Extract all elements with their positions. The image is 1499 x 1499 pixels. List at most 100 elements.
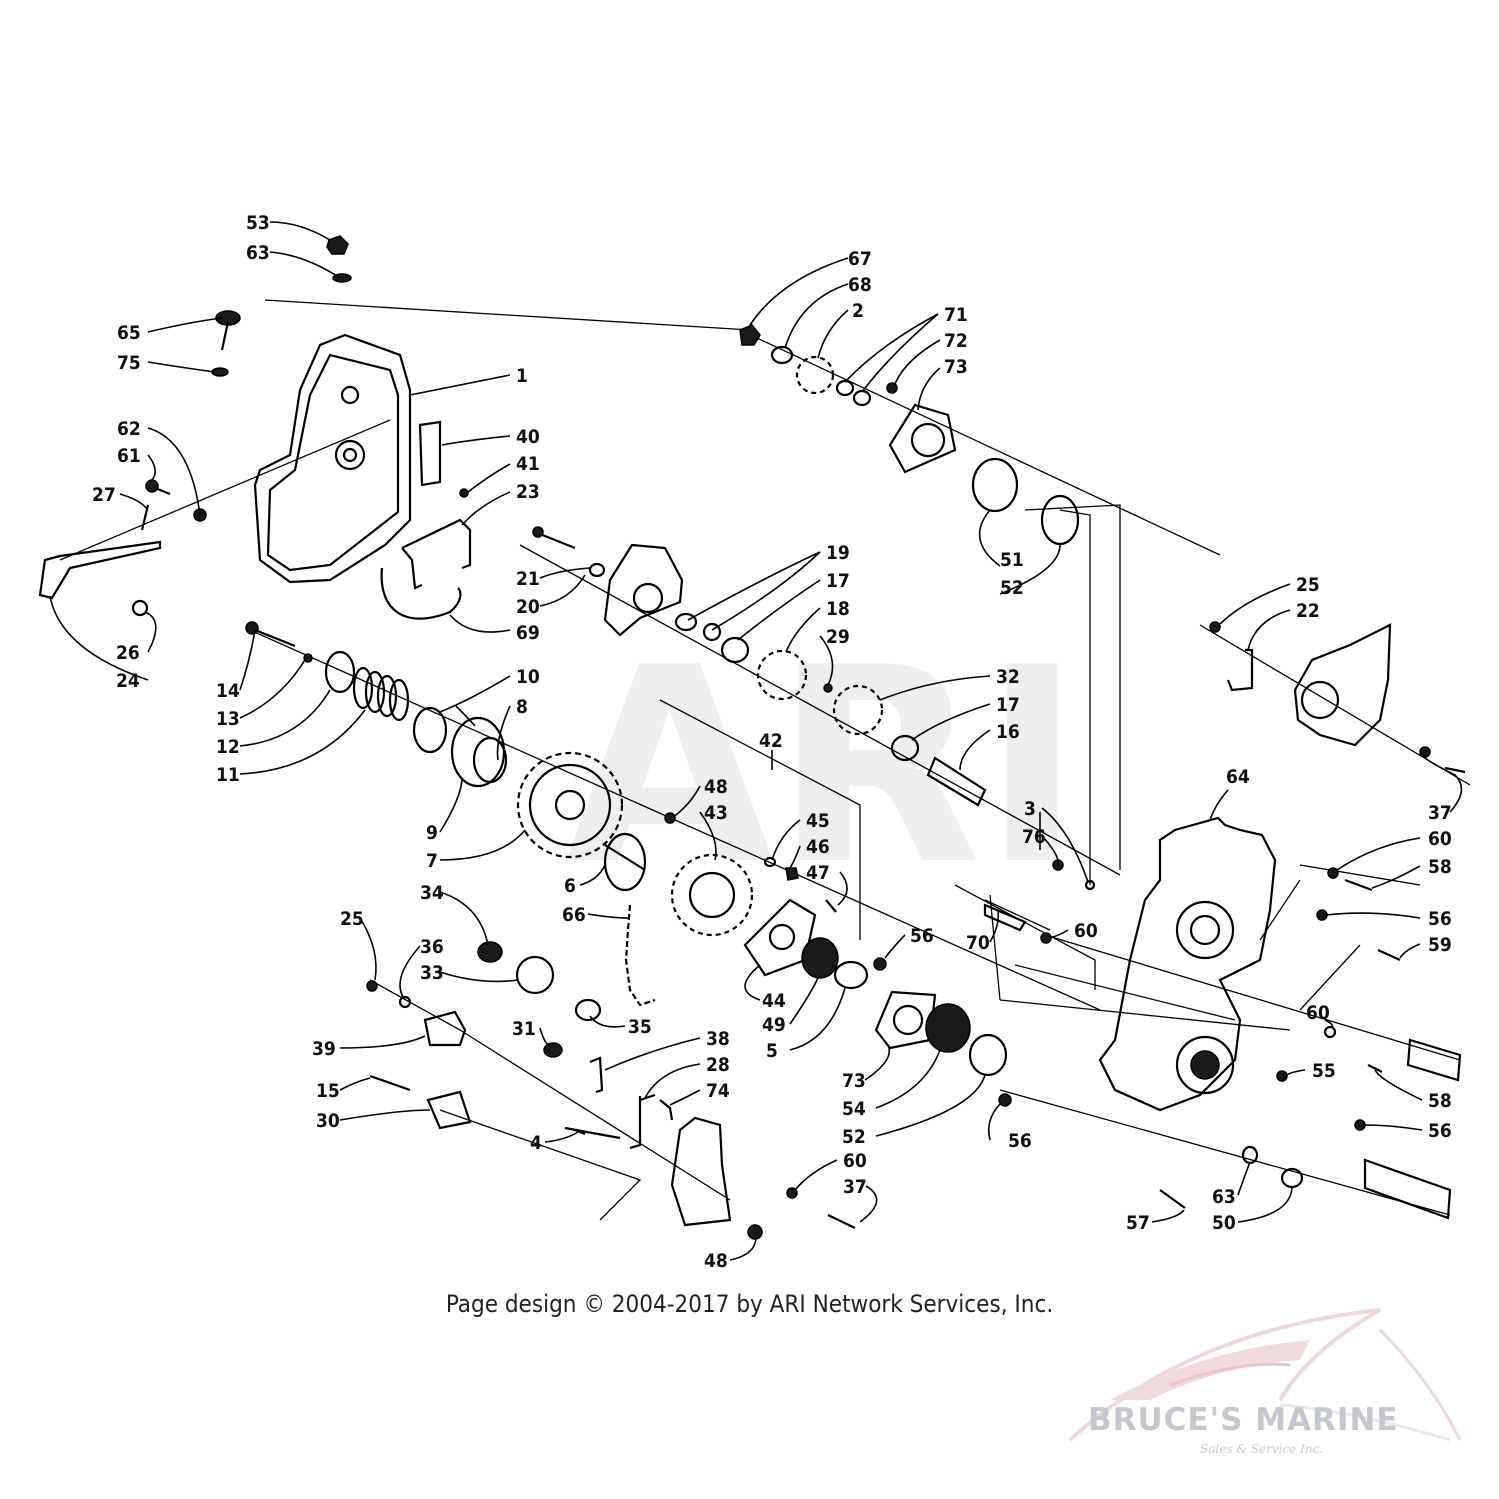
callout-5: 5	[766, 1040, 778, 1062]
callout-17: 17	[826, 570, 850, 592]
callout-56: 56	[910, 925, 934, 947]
callout-19: 19	[826, 542, 850, 564]
bracket-housing	[670, 1116, 732, 1227]
callout-22: 22	[1296, 600, 1320, 622]
callout-63: 63	[246, 242, 270, 264]
callout-38: 38	[706, 1028, 730, 1050]
callout-42: 42	[759, 730, 783, 752]
callout-53: 53	[246, 212, 270, 234]
callout-41: 41	[516, 453, 540, 475]
bracket-23	[401, 518, 472, 590]
callout-21: 21	[516, 568, 540, 590]
callout-30: 30	[316, 1110, 340, 1132]
callout-33: 33	[420, 962, 444, 984]
callout-67: 67	[848, 248, 872, 270]
callout-20: 20	[516, 596, 540, 618]
ring-52b	[1040, 494, 1080, 546]
brand-logo-boat-icon	[1068, 1308, 1462, 1442]
sprocket-32	[832, 684, 884, 736]
callout-3: 3	[1024, 798, 1036, 820]
callout-39: 39	[312, 1038, 336, 1060]
callout-14: 14	[216, 680, 240, 702]
callout-61: 61	[117, 445, 141, 467]
callout-34: 34	[420, 882, 444, 904]
callout-55: 55	[1312, 1060, 1336, 1082]
bearing-51	[971, 457, 1019, 513]
sprocket-18	[756, 649, 808, 701]
callout-29: 29	[826, 626, 850, 648]
callout-numbers: 53 63 65 75 1 62 61 40 41 23 27 26 24 69…	[92, 212, 1452, 1272]
assembly-axis-lines	[59, 299, 1471, 1221]
brand-name: BRUCE'S MARINE	[1088, 1402, 1399, 1438]
callout-27: 27	[92, 484, 116, 506]
copyright-notice: Page design © 2004-2017 by ARI Network S…	[445, 1290, 1054, 1318]
callout-56: 56	[1008, 1130, 1032, 1152]
spring-11	[352, 666, 410, 722]
callout-18: 18	[826, 598, 850, 620]
shaft-24	[38, 540, 162, 600]
callout-32: 32	[996, 666, 1020, 688]
bearing-17b	[890, 734, 920, 762]
callout-56: 56	[1428, 1120, 1452, 1142]
plate-40	[418, 420, 442, 487]
callout-44: 44	[762, 990, 786, 1012]
sprocket-43	[670, 853, 754, 937]
callout-24: 24	[116, 670, 140, 692]
callout-23: 23	[516, 481, 540, 503]
callout-25: 25	[1296, 574, 1320, 596]
callout-62: 62	[117, 418, 141, 440]
callout-45: 45	[806, 810, 830, 832]
callout-52: 52	[842, 1126, 866, 1148]
callout-72: 72	[944, 330, 968, 352]
brand-tagline: Sales & Service Inc.	[1200, 1442, 1324, 1456]
washer-5	[833, 960, 869, 990]
bearing-housing	[1293, 623, 1392, 747]
callout-37: 37	[1428, 802, 1452, 824]
block-39	[423, 1010, 467, 1047]
ring-10	[412, 706, 448, 754]
callout-73: 73	[944, 356, 968, 378]
callout-25: 25	[340, 908, 364, 930]
flange-73	[874, 990, 937, 1050]
callout-74: 74	[706, 1080, 730, 1102]
bearing-block	[603, 543, 684, 637]
callout-43: 43	[704, 802, 728, 824]
washer-68	[770, 345, 794, 365]
chaincase-housing	[1098, 816, 1277, 1112]
callout-12: 12	[216, 736, 240, 758]
callout-47: 47	[806, 862, 830, 884]
shaft-16	[926, 756, 987, 807]
callout-49: 49	[762, 1014, 786, 1036]
callout-60: 60	[1074, 920, 1098, 942]
callout-65: 65	[117, 322, 141, 344]
callout-9: 9	[426, 822, 438, 844]
callout-68: 68	[848, 274, 872, 296]
callout-76: 76	[1022, 826, 1046, 848]
nut-67	[739, 324, 761, 346]
bearing-49	[801, 937, 839, 979]
callout-64: 64	[1226, 766, 1250, 788]
callout-2: 2	[852, 300, 864, 322]
callout-70: 70	[966, 932, 990, 954]
bearing-17a	[720, 636, 750, 664]
cap-12	[324, 650, 356, 694]
nut-53	[326, 235, 349, 255]
callout-51: 51	[1000, 549, 1024, 571]
callout-60: 60	[1428, 828, 1452, 850]
sprocket-2	[795, 355, 835, 395]
gear-6	[603, 832, 647, 892]
chaincase-cover	[253, 333, 412, 584]
callout-59: 59	[1428, 934, 1452, 956]
callout-11: 11	[216, 764, 240, 786]
callout-10: 10	[516, 666, 540, 688]
bearing-54	[925, 1003, 971, 1053]
block-30	[426, 1090, 472, 1130]
callout-48: 48	[704, 1250, 728, 1272]
callout-57: 57	[1126, 1212, 1150, 1234]
callout-56: 56	[1428, 908, 1452, 930]
callout-60: 60	[1306, 1002, 1330, 1024]
parts	[38, 235, 1466, 1240]
callout-75: 75	[117, 352, 141, 374]
callout-13: 13	[216, 708, 240, 730]
